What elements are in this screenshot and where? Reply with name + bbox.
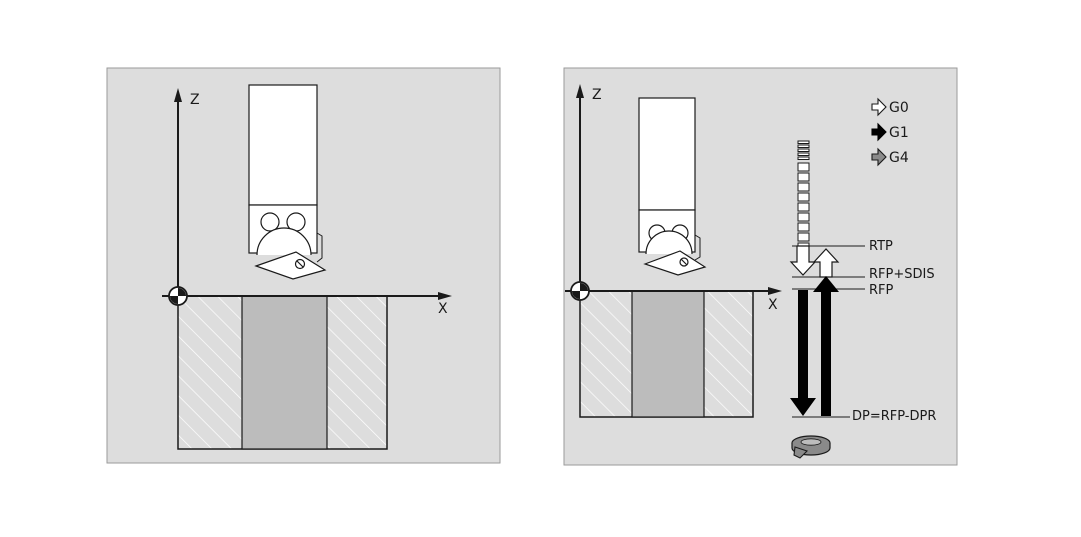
left-axes: Z X [162, 88, 452, 317]
rapid-segment [797, 144, 810, 148]
rapid-approach-segments [797, 140, 810, 252]
legend-label-g4: G4 [889, 150, 909, 166]
legend-item-g4: G4 [871, 147, 909, 167]
rapid-segment [797, 148, 810, 152]
rapid-segment [797, 156, 810, 160]
right-workpiece [579, 290, 754, 418]
rapid-segment [797, 172, 810, 182]
legend-item-g0: G0 [871, 97, 909, 117]
left-z-axis-label: Z [190, 92, 200, 108]
level-label-rfp: RFP [869, 283, 894, 298]
right-axes: Z X [565, 84, 782, 313]
rapid-segment [797, 212, 810, 222]
rapid-segment [797, 232, 810, 242]
level-label-rfp-sdis: RFP+SDIS [869, 267, 935, 282]
right-drill-hole [631, 290, 705, 418]
rapid-down-arrow-icon [789, 245, 817, 276]
legend-label-g1: G1 [889, 125, 909, 141]
z-axis-arrow-icon [174, 88, 182, 102]
origin-symbol-icon [570, 281, 590, 301]
x-axis-arrow-icon [768, 287, 782, 295]
feed-down-arrow-icon [790, 290, 816, 416]
rapid-segment [797, 152, 810, 156]
dwell-rotation-icon [791, 435, 831, 459]
solid-black-arrow-icon [871, 122, 887, 142]
feed-up-arrow-icon [813, 276, 839, 416]
right-drill-tool-icon [638, 97, 707, 276]
level-label-rtp: RTP [869, 239, 893, 254]
legend-label-g0: G0 [889, 100, 909, 116]
grey-arrow-icon [871, 147, 887, 167]
left-drill-tool-icon [248, 84, 327, 280]
left-x-axis-label: X [438, 301, 448, 317]
right-panel: Z X G0 [563, 67, 958, 466]
origin-symbol-icon [168, 286, 188, 306]
level-label-dp: DP=RFP-DPR [852, 409, 936, 424]
legend-item-g1: G1 [871, 122, 909, 142]
rapid-segment [797, 162, 810, 172]
legend: G0 G1 G4 [871, 97, 909, 167]
right-x-axis-label: X [768, 297, 778, 313]
rapid-segment [797, 140, 810, 144]
left-drill-hole [241, 295, 328, 450]
rapid-segment [797, 222, 810, 232]
left-workpiece [177, 295, 388, 450]
left-panel: Z X [106, 67, 501, 464]
rapid-segment [797, 202, 810, 212]
rapid-up-arrow-icon [812, 248, 840, 278]
right-z-axis-label: Z [592, 87, 602, 103]
rapid-segment [797, 182, 810, 192]
z-axis-arrow-icon [576, 84, 584, 98]
x-axis-arrow-icon [438, 292, 452, 300]
hollow-arrow-icon [871, 97, 887, 117]
rapid-segment [797, 192, 810, 202]
